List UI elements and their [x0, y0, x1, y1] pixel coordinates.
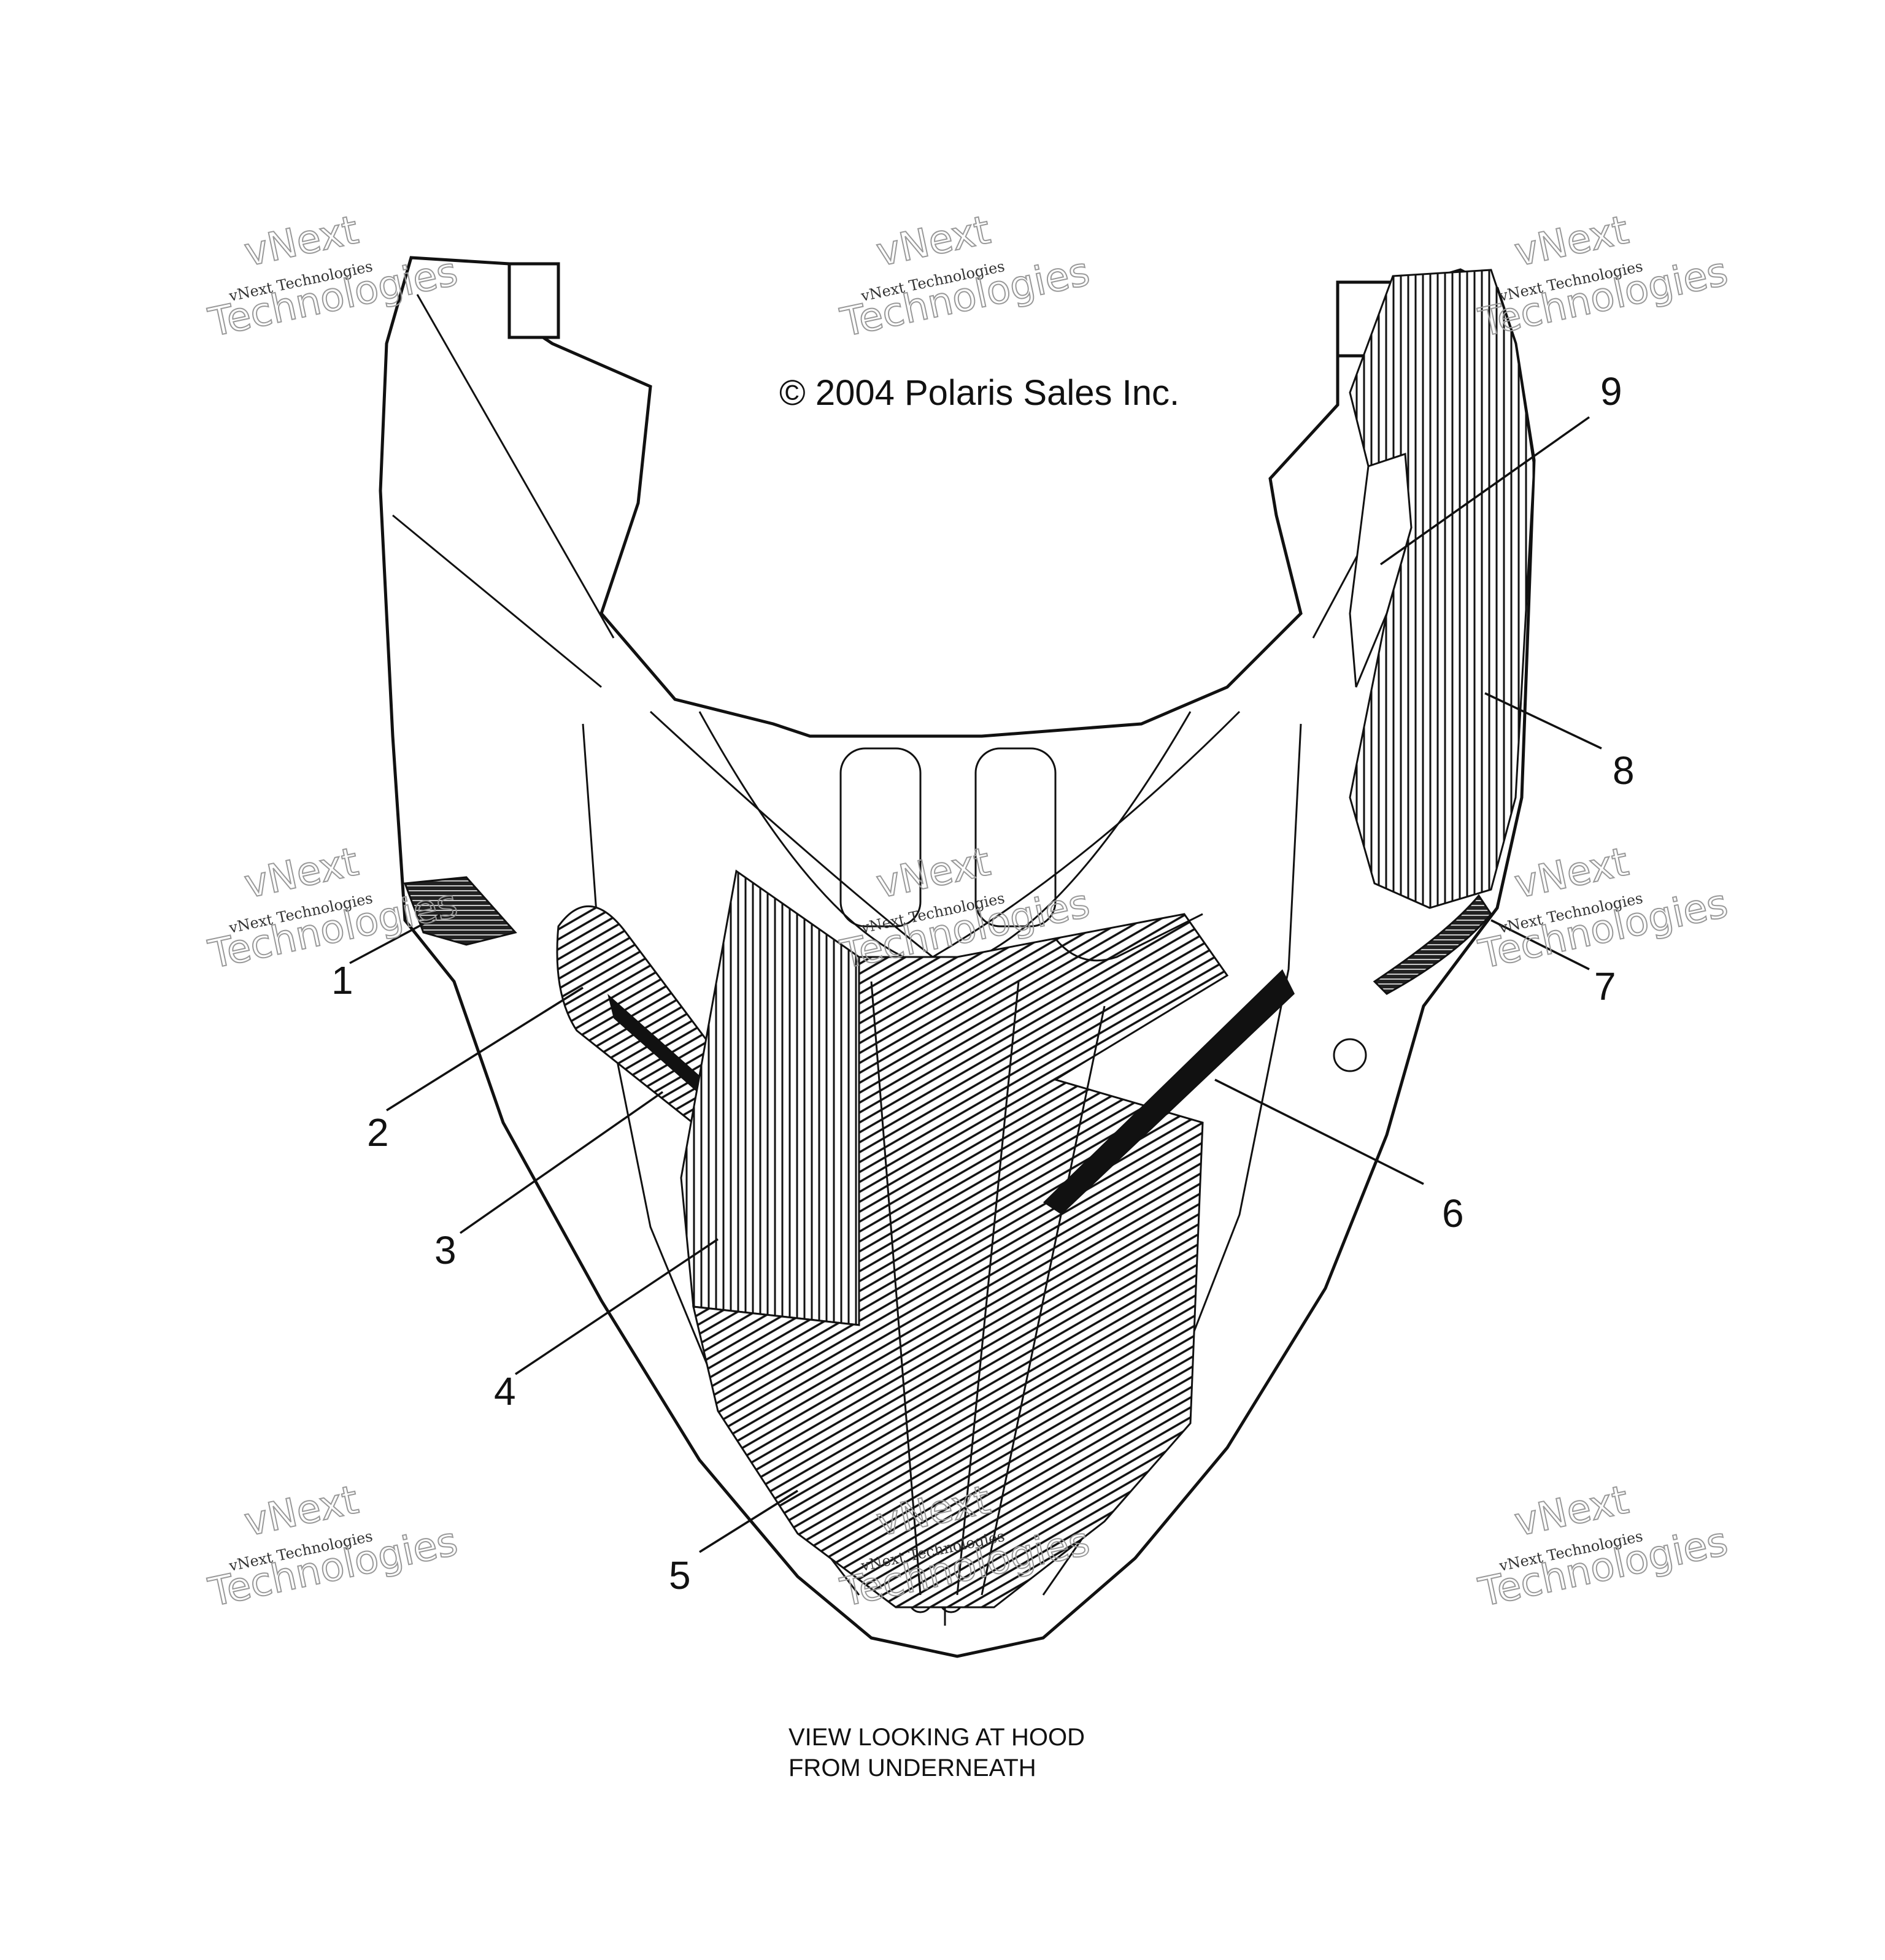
svg-text:Technologies: Technologies	[1475, 249, 1732, 346]
callout-labels: 1 2 3 4 5 6 7 8 9	[331, 369, 1635, 1597]
callout-4: 4	[494, 1369, 516, 1413]
decal-6	[1043, 913, 1295, 1215]
svg-text:Technologies: Technologies	[205, 1519, 462, 1616]
decal-1	[403, 876, 517, 946]
callout-1: 1	[331, 958, 353, 1002]
callout-7: 7	[1594, 964, 1616, 1009]
callout-2: 2	[367, 1110, 389, 1155]
leader-lines	[349, 416, 1602, 1553]
caption-line-1: VIEW LOOKING AT HOOD	[788, 1724, 1085, 1751]
decal-5	[692, 913, 1229, 1608]
caption-line-2: FROM UNDERNEATH	[788, 1754, 1036, 1781]
svg-text:Technologies: Technologies	[1475, 1519, 1732, 1616]
decal-7	[1373, 894, 1492, 995]
copyright-text: © 2004 Polaris Sales Inc.	[779, 373, 1179, 413]
callout-8: 8	[1613, 748, 1635, 793]
callout-9: 9	[1600, 369, 1622, 413]
callout-6: 6	[1442, 1191, 1464, 1236]
svg-text:Technologies: Technologies	[837, 249, 1094, 346]
callout-3: 3	[434, 1228, 457, 1272]
decal-9	[1349, 452, 1413, 688]
svg-text:Technologies: Technologies	[1475, 881, 1732, 978]
callout-5: 5	[669, 1553, 691, 1597]
